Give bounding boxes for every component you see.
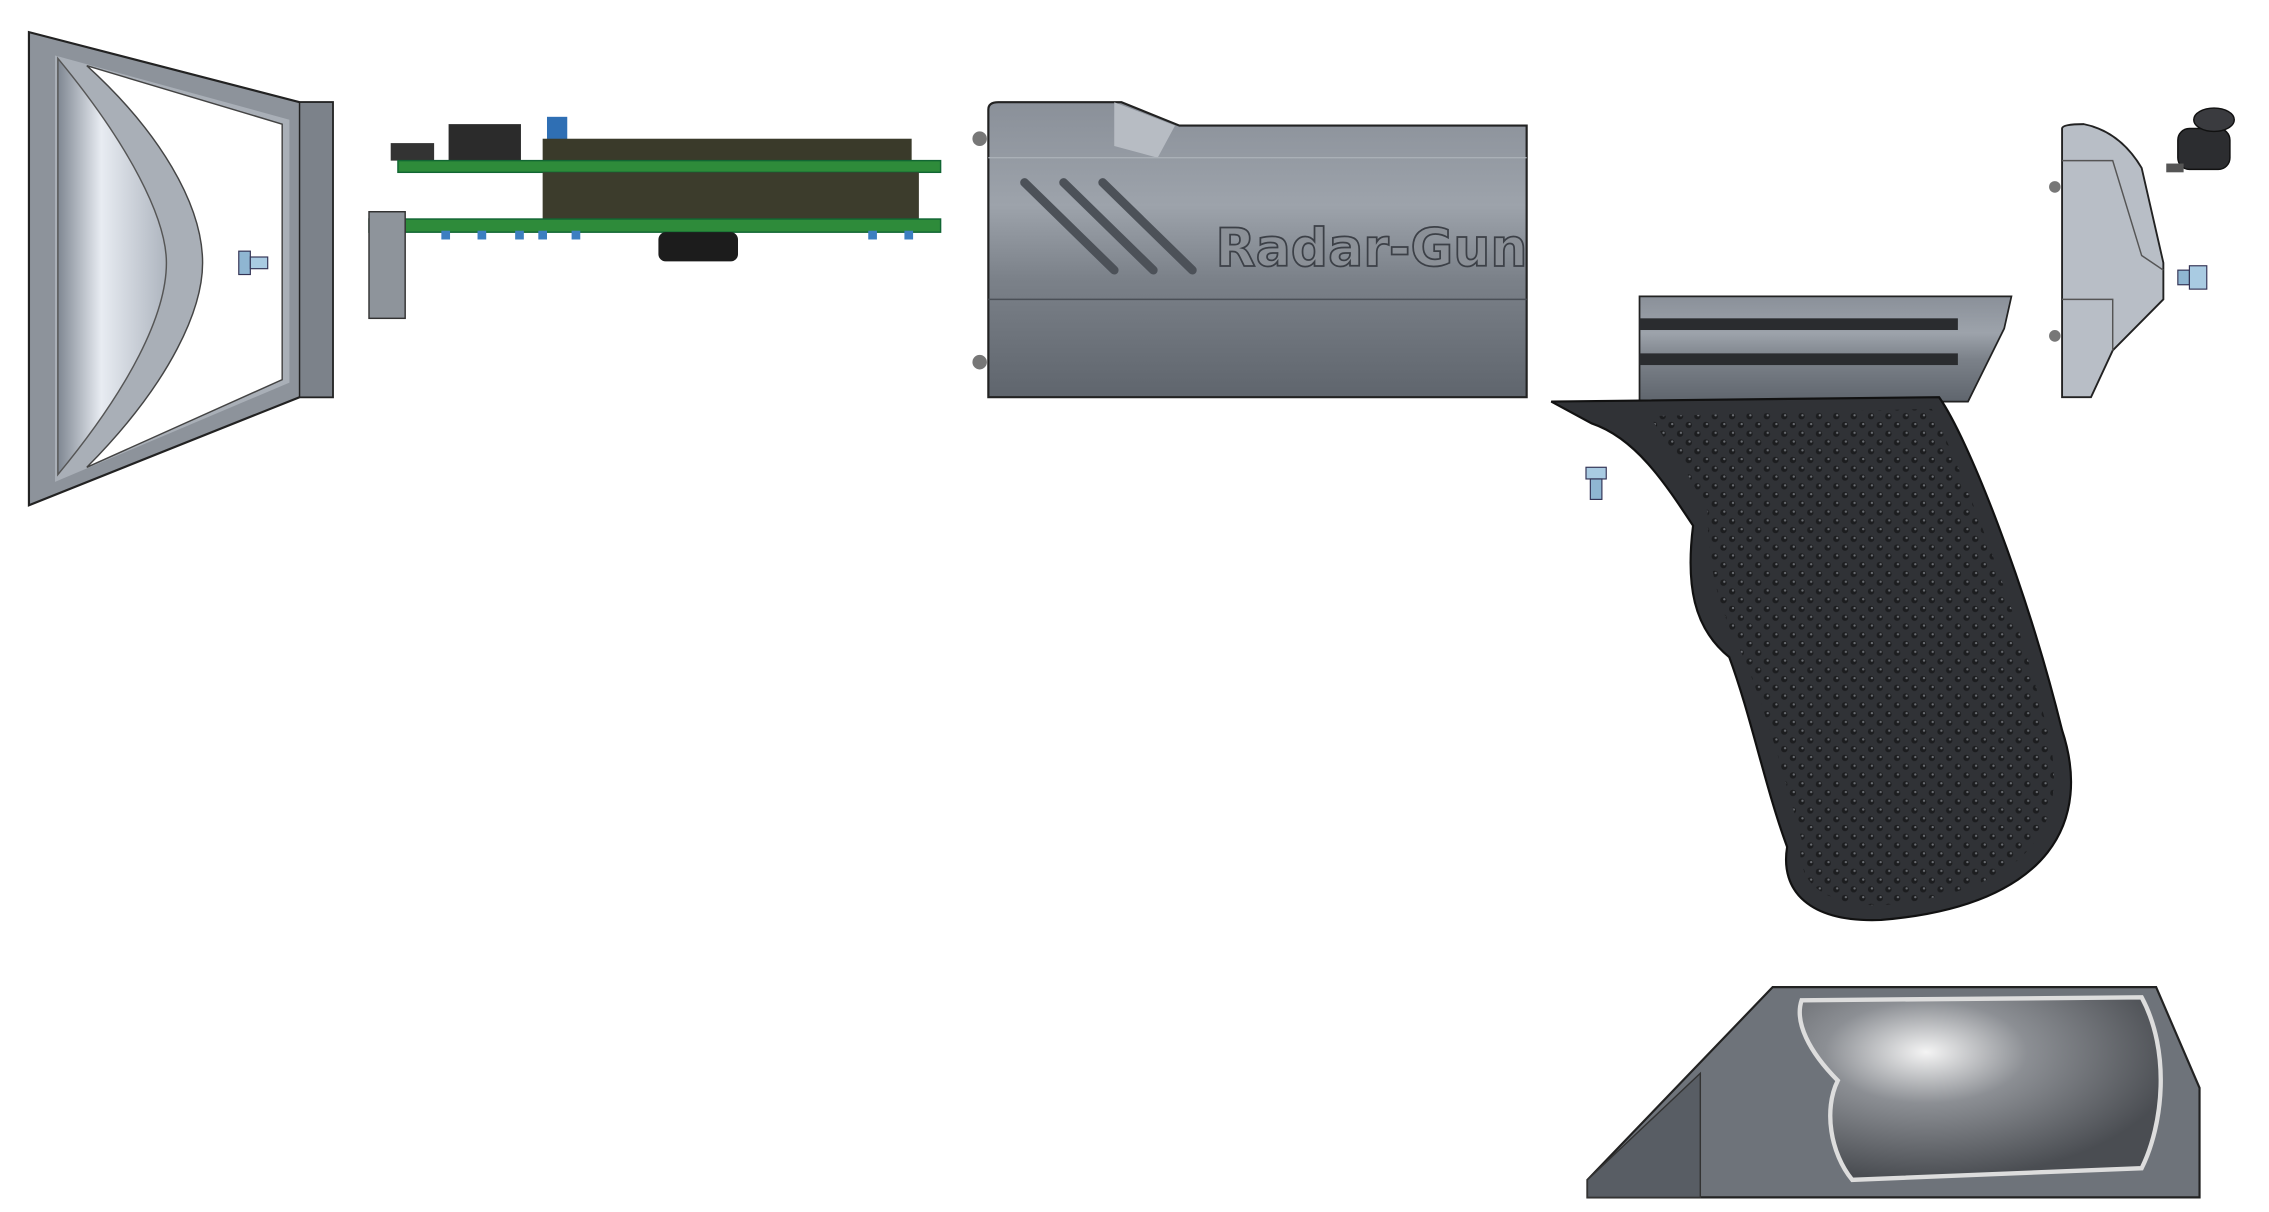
pistol-grip bbox=[1550, 295, 2073, 922]
end-cap bbox=[2049, 123, 2208, 399]
push-button bbox=[2166, 107, 2235, 173]
screw-icon bbox=[2177, 265, 2208, 290]
horn-antenna bbox=[27, 30, 334, 507]
screw-icon bbox=[238, 250, 269, 276]
housing-label: Radar-Gun bbox=[1216, 218, 1528, 279]
housing: Radar-Gun bbox=[972, 101, 1528, 399]
screw-icon bbox=[1585, 466, 1607, 500]
pcb-assembly bbox=[368, 116, 942, 320]
stand bbox=[1586, 986, 2201, 1199]
